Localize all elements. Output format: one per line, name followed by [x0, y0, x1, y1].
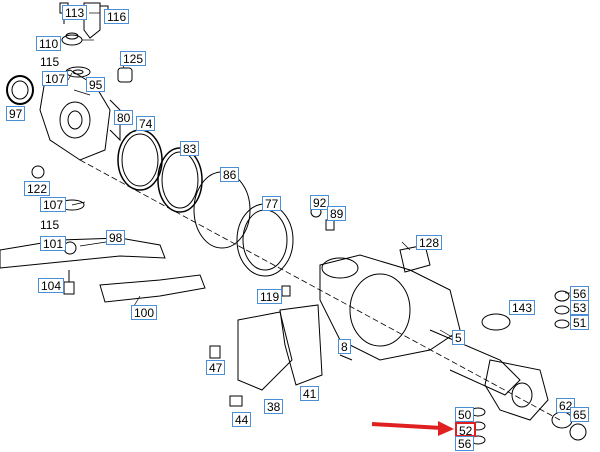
callout-122[interactable]: 122 [24, 181, 51, 196]
callout-83[interactable]: 83 [180, 141, 200, 156]
callout-107-lower[interactable]: 107 [40, 197, 67, 212]
callout-95[interactable]: 95 [86, 77, 106, 92]
callout-5[interactable]: 5 [452, 330, 465, 345]
label-115-upper: 115 [40, 55, 60, 69]
callout-101[interactable]: 101 [40, 236, 67, 251]
callout-52-highlighted[interactable]: 52 [455, 422, 477, 438]
callout-113[interactable]: 113 [62, 5, 88, 20]
label-115-lower: 115 [40, 218, 60, 232]
callout-119[interactable]: 119 [257, 289, 283, 304]
callout-65[interactable]: 65 [570, 407, 590, 422]
callout-74[interactable]: 74 [136, 116, 156, 131]
callout-41[interactable]: 41 [300, 386, 320, 401]
callout-97[interactable]: 97 [6, 106, 26, 121]
callout-110[interactable]: 110 [36, 36, 62, 51]
callout-128[interactable]: 128 [416, 235, 443, 250]
callout-86[interactable]: 86 [220, 167, 240, 182]
callout-50[interactable]: 50 [455, 407, 475, 422]
callout-125[interactable]: 125 [120, 51, 147, 66]
callout-56-lower[interactable]: 56 [455, 436, 475, 451]
callout-100[interactable]: 100 [131, 305, 158, 320]
callout-116[interactable]: 116 [104, 9, 130, 24]
callout-62[interactable]: 62 [556, 398, 576, 413]
callout-143[interactable]: 143 [509, 300, 536, 315]
callout-38[interactable]: 38 [264, 399, 284, 414]
callout-8[interactable]: 8 [338, 339, 351, 354]
callout-47[interactable]: 47 [206, 360, 226, 375]
callout-51[interactable]: 51 [570, 315, 590, 330]
callout-98[interactable]: 98 [106, 230, 126, 245]
callout-104[interactable]: 104 [38, 278, 65, 293]
callout-44[interactable]: 44 [232, 412, 252, 427]
callout-89[interactable]: 89 [327, 206, 347, 221]
callout-77[interactable]: 77 [262, 196, 282, 211]
callout-92[interactable]: 92 [310, 195, 330, 210]
callout-80[interactable]: 80 [114, 110, 134, 125]
callout-53[interactable]: 53 [570, 300, 590, 315]
highlight-arrow [371, 421, 454, 436]
callout-107-upper[interactable]: 107 [42, 71, 69, 86]
callout-56-upper[interactable]: 56 [570, 286, 590, 301]
